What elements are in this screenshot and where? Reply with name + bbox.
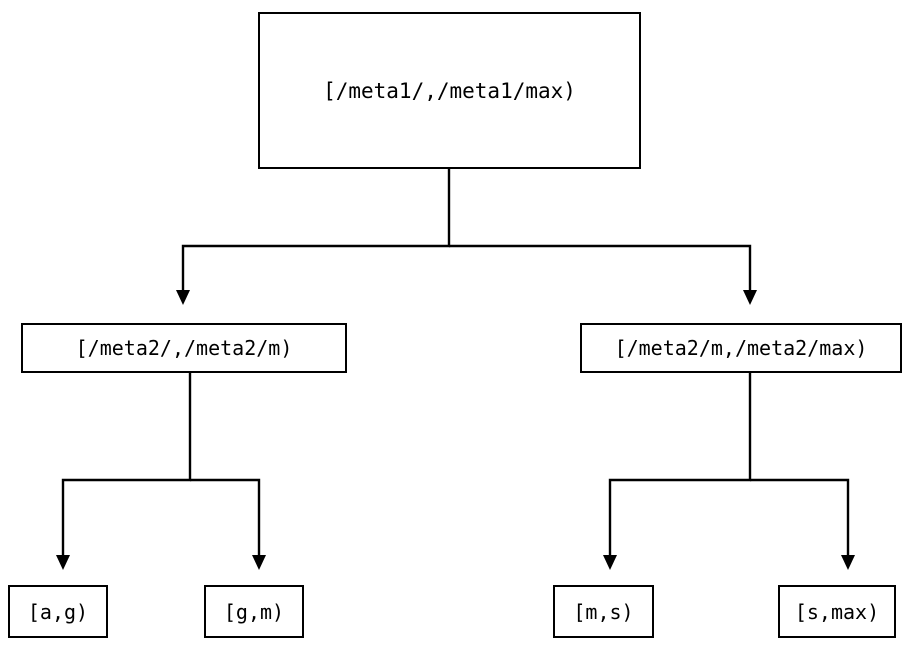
tree-node-leaf-s-max[interactable]: [s,max) bbox=[778, 585, 896, 638]
edge-mid-right-to-leaf-4 bbox=[750, 478, 850, 556]
edge-root-to-mid-right bbox=[449, 244, 752, 291]
tree-node-leaf-a-g[interactable]: [a,g) bbox=[8, 585, 108, 638]
edge-mid-left-to-leaf-2 bbox=[190, 478, 261, 556]
tree-node-leaf-g-m[interactable]: [g,m) bbox=[204, 585, 304, 638]
tree-node-leaf-m-s[interactable]: [m,s) bbox=[553, 585, 654, 638]
arrowhead-leaf-1 bbox=[56, 555, 70, 570]
arrowhead-leaf-3 bbox=[603, 555, 617, 570]
tree-node-root[interactable]: [/meta1/,/meta1/max) bbox=[258, 12, 641, 169]
arrowhead-leaf-2 bbox=[252, 555, 266, 570]
arrowhead-mid-right bbox=[743, 290, 757, 305]
edge-mid-right-to-leaf-3 bbox=[608, 373, 752, 556]
edge-root-to-mid-left bbox=[181, 169, 451, 291]
tree-node-mid-left[interactable]: [/meta2/,/meta2/m) bbox=[21, 323, 347, 373]
edge-mid-left-to-leaf-1 bbox=[61, 373, 192, 556]
arrowhead-leaf-4 bbox=[841, 555, 855, 570]
tree-node-mid-right[interactable]: [/meta2/m,/meta2/max) bbox=[580, 323, 902, 373]
arrowhead-mid-left bbox=[176, 290, 190, 305]
